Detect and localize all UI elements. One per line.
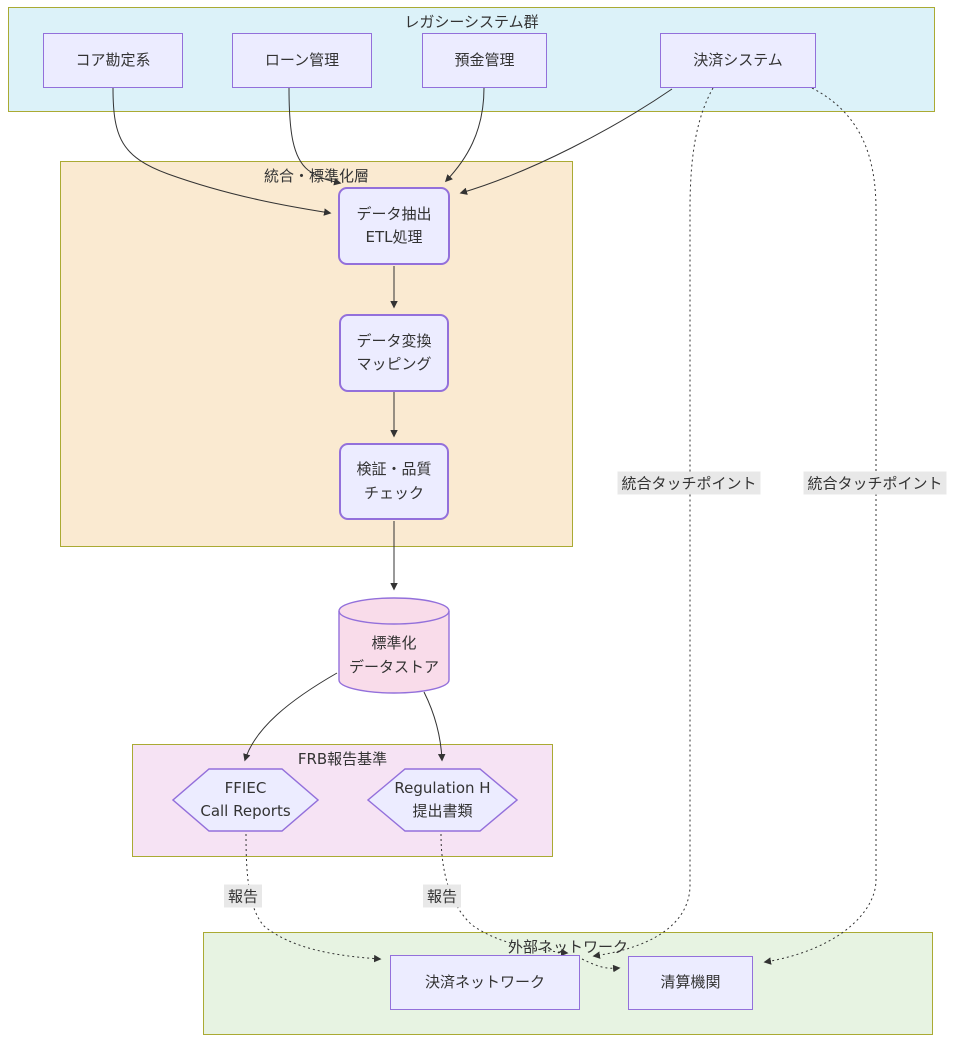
node-data-extraction-etl-line1: データ抽出 (356, 204, 432, 223)
node-data-transform-mapping: データ変換 マッピング (339, 314, 449, 392)
node-clearing-house-label: 清算機関 (660, 973, 721, 992)
node-payment-system-label: 決済システム (693, 50, 783, 69)
node-regulation-h-line2: 提出書類 (412, 802, 473, 820)
node-payment-network-label: 決済ネットワーク (424, 972, 545, 991)
node-data-transform-mapping-line1: データ変換 (356, 331, 432, 350)
node-regulation-h: Regulation H 提出書類 (367, 768, 518, 832)
cylinder-icon (338, 597, 450, 694)
node-standardized-datastore-line2: データストア (348, 657, 439, 676)
cluster-external-network-label: 外部ネットワーク (507, 938, 628, 956)
node-core-accounting: コア勘定系 (43, 33, 183, 88)
node-data-extraction-etl-line2: ETL処理 (365, 228, 423, 246)
hexagon-icon (367, 768, 518, 832)
node-payment-network: 決済ネットワーク (390, 955, 580, 1010)
cluster-integration-layer-label: 統合・標準化層 (263, 167, 369, 185)
node-payment-system: 決済システム (660, 33, 816, 88)
node-validation-quality-check: 検証・品質 チェック (339, 443, 449, 520)
node-standardized-datastore: 標準化 データストア (338, 597, 450, 694)
edge-payment-touchpoint-to-paynet (592, 87, 714, 959)
node-validation-quality-check-line1: 検証・品質 (356, 460, 432, 479)
edge-label-report-2: 報告 (422, 884, 462, 908)
cluster-frb-reporting-label: FRB報告基準 (297, 750, 388, 768)
node-deposit-management-label: 預金管理 (454, 50, 515, 69)
edge-label-touchpoint-2: 統合タッチポイント (803, 471, 947, 495)
cluster-legacy-systems-label: レガシーシステム群 (404, 13, 539, 31)
edge-label-touchpoint-1: 統合タッチポイント (617, 471, 761, 495)
node-loan-management-label: ローン管理 (264, 50, 340, 69)
cluster-integration-layer: 統合・標準化層 (60, 161, 573, 547)
node-ffiec-call-reports-line2: Call Reports (200, 802, 291, 820)
node-loan-management: ローン管理 (232, 33, 372, 88)
hexagon-icon (172, 768, 319, 832)
node-core-accounting-label: コア勘定系 (75, 50, 151, 69)
node-validation-quality-check-line2: チェック (363, 483, 424, 502)
node-regulation-h-line1: Regulation H (394, 778, 491, 797)
node-data-transform-mapping-line2: マッピング (356, 355, 432, 373)
node-clearing-house: 清算機関 (628, 956, 753, 1010)
node-standardized-datastore-line1: 標準化 (371, 634, 417, 653)
node-ffiec-call-reports-line1: FFIEC (224, 778, 267, 797)
node-data-extraction-etl: データ抽出 ETL処理 (338, 187, 450, 265)
edge-label-report-1: 報告 (223, 884, 263, 908)
node-deposit-management: 預金管理 (422, 33, 547, 88)
edge-payment-touchpoint-to-clearing (763, 87, 877, 965)
node-ffiec-call-reports: FFIEC Call Reports (172, 768, 319, 832)
